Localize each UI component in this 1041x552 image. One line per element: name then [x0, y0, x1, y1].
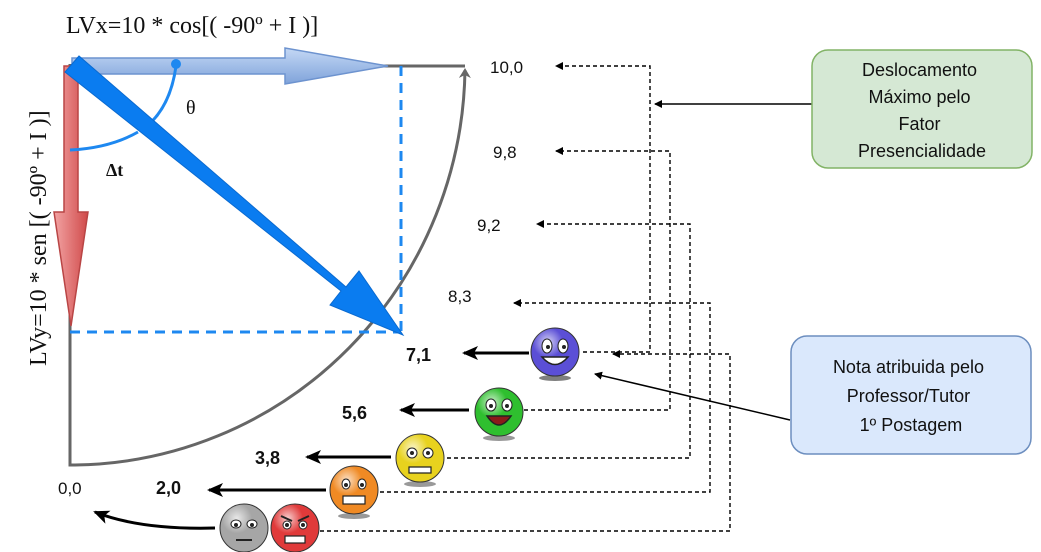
scale-label-9-2: 9,2 — [477, 216, 501, 235]
displacement-callout: Deslocamento Máximo pelo Fator Presencia… — [654, 49, 1033, 169]
neutral-gray-face-icon — [219, 503, 269, 552]
displacement-line-4: Presencialidade — [858, 141, 986, 161]
resultant-vector — [64, 55, 405, 337]
scale-label-9-8: 9,8 — [493, 143, 517, 162]
grade-label-5-6: 5,6 — [342, 403, 367, 423]
grin-purple-face-icon — [530, 327, 580, 381]
scale-label-8-3: 8,3 — [448, 287, 472, 306]
displacement-line-3: Fator — [898, 114, 940, 134]
theta-label: θ — [186, 97, 196, 119]
delta-t-angle-arc — [69, 130, 139, 152]
connector-to-7-1 — [320, 350, 731, 532]
grade-note-line-3: 1º Postagem — [860, 415, 963, 435]
svg-text:Nota atribuida pelo Prof: Nota atribuida pelo Professor/Tutor 1º P… — [833, 357, 989, 435]
lvy-formula: LVy=10 * sen [( -90º + I )] — [26, 110, 52, 366]
scale-label-10-0: 10,0 — [490, 58, 523, 77]
grade-label-7-1: 7,1 — [406, 345, 431, 365]
theta-angle-dot — [171, 59, 181, 69]
arrow-to-origin — [93, 510, 216, 530]
delta-t-label: Δt — [106, 160, 123, 180]
y-component-vector — [53, 65, 89, 327]
connector-to-10-0 — [555, 62, 651, 353]
displacement-line-1: Deslocamento — [862, 60, 977, 80]
quarter-circle-boundary — [68, 64, 471, 467]
laugh-green-face-icon — [474, 387, 524, 441]
x-component-vector — [71, 47, 389, 85]
worried-yellow-face-icon — [395, 433, 445, 487]
grade-note-callout: Nota atribuida pelo Professor/Tutor 1º P… — [594, 335, 1032, 455]
connector-to-9-2 — [447, 220, 691, 459]
svg-text:Deslocamento Máximo pelo: Deslocamento Máximo pelo Fator Presencia… — [858, 60, 986, 161]
grimace-orange-face-icon — [329, 465, 379, 519]
displacement-line-2: Máximo pelo — [868, 87, 970, 107]
scale-label-0-0: 0,0 — [58, 479, 82, 498]
connector-to-9-8 — [524, 147, 671, 411]
grade-note-line-2: Professor/Tutor — [847, 386, 970, 406]
angry-red-face-icon — [270, 503, 320, 552]
lvx-formula: LVx=10 * cos[( -90º + I )] — [66, 13, 318, 39]
connector-to-8-3 — [380, 299, 711, 493]
grade-label-2-0: 2,0 — [156, 478, 181, 498]
grade-note-line-1: Nota atribuida pelo — [833, 357, 984, 377]
grade-label-3-8: 3,8 — [255, 448, 280, 468]
